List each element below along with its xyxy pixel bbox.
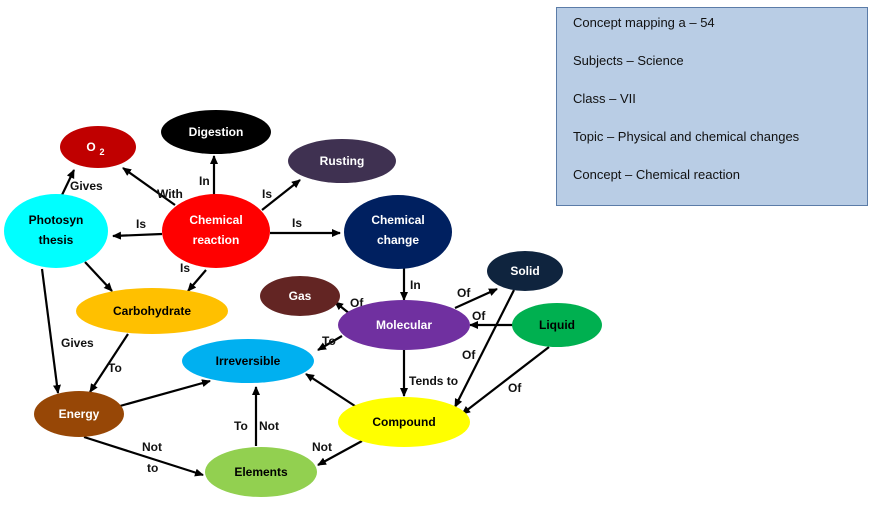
node-photosynthesis-line2: thesis (39, 233, 74, 247)
label-to-not-1: To (234, 419, 248, 433)
node-energy-label: Energy (59, 407, 100, 421)
label-of-solid: Of (457, 286, 471, 300)
edges (40, 155, 550, 477)
node-irreversible: Irreversible (182, 339, 314, 383)
node-liquid: Liquid (512, 303, 602, 347)
label-not-to-2: to (147, 461, 158, 475)
node-digestion-label: Digestion (189, 125, 244, 139)
node-chemical-change-line2: change (377, 233, 419, 247)
edge-molecular-solid (454, 287, 498, 310)
edge-labels: Gives With In Is Is Is Is Gives To In Of… (61, 174, 522, 475)
edge-liquid-compound (461, 346, 550, 415)
node-carbohydrate: Carbohydrate (76, 288, 228, 334)
label-in-molecular: In (410, 278, 421, 292)
info-box: Concept mapping a – 54 Subjects – Scienc… (556, 7, 868, 206)
node-chemical-change: Chemical change (344, 195, 452, 269)
node-chemical-change-shape (344, 195, 452, 269)
node-elements-label: Elements (234, 465, 288, 479)
edge-photosynthesis-o2 (61, 169, 75, 196)
node-o2-shape (60, 126, 136, 168)
node-elements: Elements (205, 447, 317, 497)
node-chemical-reaction: Chemical reaction (162, 194, 270, 268)
node-molecular-label: Molecular (376, 318, 432, 332)
edge-reaction-carbohydrate (187, 269, 207, 292)
node-energy: Energy (34, 391, 124, 437)
node-compound: Compound (338, 397, 470, 447)
label-in-digestion: In (199, 174, 210, 188)
node-molecular: Molecular (338, 300, 470, 350)
label-not-to-1: Not (142, 440, 162, 454)
info-line-concept: Concept – Chemical reaction (573, 167, 740, 182)
label-to-irreversible: To (322, 334, 336, 348)
info-line-topic: Topic – Physical and chemical changes (573, 129, 800, 144)
edge-molecular-irreversible (317, 335, 343, 351)
info-line-concept-mapping: Concept mapping a – 54 (573, 15, 715, 30)
label-is-rusting: Is (262, 187, 272, 201)
node-digestion: Digestion (161, 110, 271, 154)
edge-photosynthesis-carbohydrate (84, 261, 113, 292)
edge-compound-elements (317, 440, 363, 466)
node-chemical-reaction-shape (162, 194, 270, 268)
label-to-not-2: Not (259, 419, 279, 433)
edge-reaction-o2 (122, 167, 176, 206)
node-solid: Solid (487, 251, 563, 291)
node-chemical-change-line1: Chemical (371, 213, 424, 227)
node-chemical-reaction-line1: Chemical (189, 213, 242, 227)
node-liquid-shape (512, 303, 602, 347)
label-with: With (157, 187, 183, 201)
node-irreversible-shape (182, 339, 314, 383)
edge-energy-elements (83, 435, 204, 477)
node-photosynthesis-shape (4, 194, 108, 268)
edge-carbohydrate-energy (89, 333, 129, 393)
node-photosynthesis: Photosyn thesis (4, 194, 108, 268)
node-solid-shape (487, 251, 563, 291)
info-line-subjects: Subjects – Science (573, 53, 684, 68)
node-chemical-reaction-line2: reaction (193, 233, 240, 247)
node-energy-shape (34, 391, 124, 437)
label-not-elements: Not (312, 440, 332, 454)
node-rusting-label: Rusting (320, 154, 365, 168)
info-line-class: Class – VII (573, 91, 636, 106)
node-digestion-shape (161, 110, 271, 154)
edge-compound-irreversible (305, 373, 359, 409)
label-of-solid-compound: Of (462, 348, 476, 362)
node-gas-shape (260, 276, 340, 316)
node-gas: Gas (260, 276, 340, 316)
node-compound-shape (338, 397, 470, 447)
label-tends-to: Tends to (409, 374, 458, 388)
node-elements-shape (205, 447, 317, 497)
node-rusting: Rusting (288, 139, 396, 183)
node-solid-label: Solid (510, 264, 539, 278)
label-gives-o2: Gives (70, 179, 103, 193)
edge-photosynthesis-energy (40, 268, 61, 394)
node-carbohydrate-shape (76, 288, 228, 334)
edge-reaction-photosynthesis (112, 231, 163, 240)
label-of-liquid-compound: Of (508, 381, 522, 395)
label-is-chemical-change: Is (292, 216, 302, 230)
edge-energy-irreversible (119, 379, 211, 408)
node-photosynthesis-line1: Photosyn (29, 213, 84, 227)
node-rusting-shape (288, 139, 396, 183)
node-o2-label: O (86, 140, 95, 154)
node-carbohydrate-label: Carbohydrate (113, 304, 191, 318)
node-o2-subscript: 2 (99, 147, 104, 157)
node-compound-label: Compound (372, 415, 435, 429)
node-o2: O 2 (60, 126, 136, 168)
node-liquid-label: Liquid (539, 318, 575, 332)
node-molecular-shape (338, 300, 470, 350)
edge-reaction-rusting (261, 179, 301, 211)
node-gas-label: Gas (289, 289, 312, 303)
label-to-energy: To (108, 361, 122, 375)
label-gives-energy: Gives (61, 336, 94, 350)
label-of-liquid: Of (472, 309, 486, 323)
edge-molecular-gas (334, 301, 351, 315)
edge-solid-compound (454, 289, 515, 408)
label-is-photosynthesis: Is (136, 217, 146, 231)
node-irreversible-label: Irreversible (216, 354, 281, 368)
label-is-carbohydrate: Is (180, 261, 190, 275)
